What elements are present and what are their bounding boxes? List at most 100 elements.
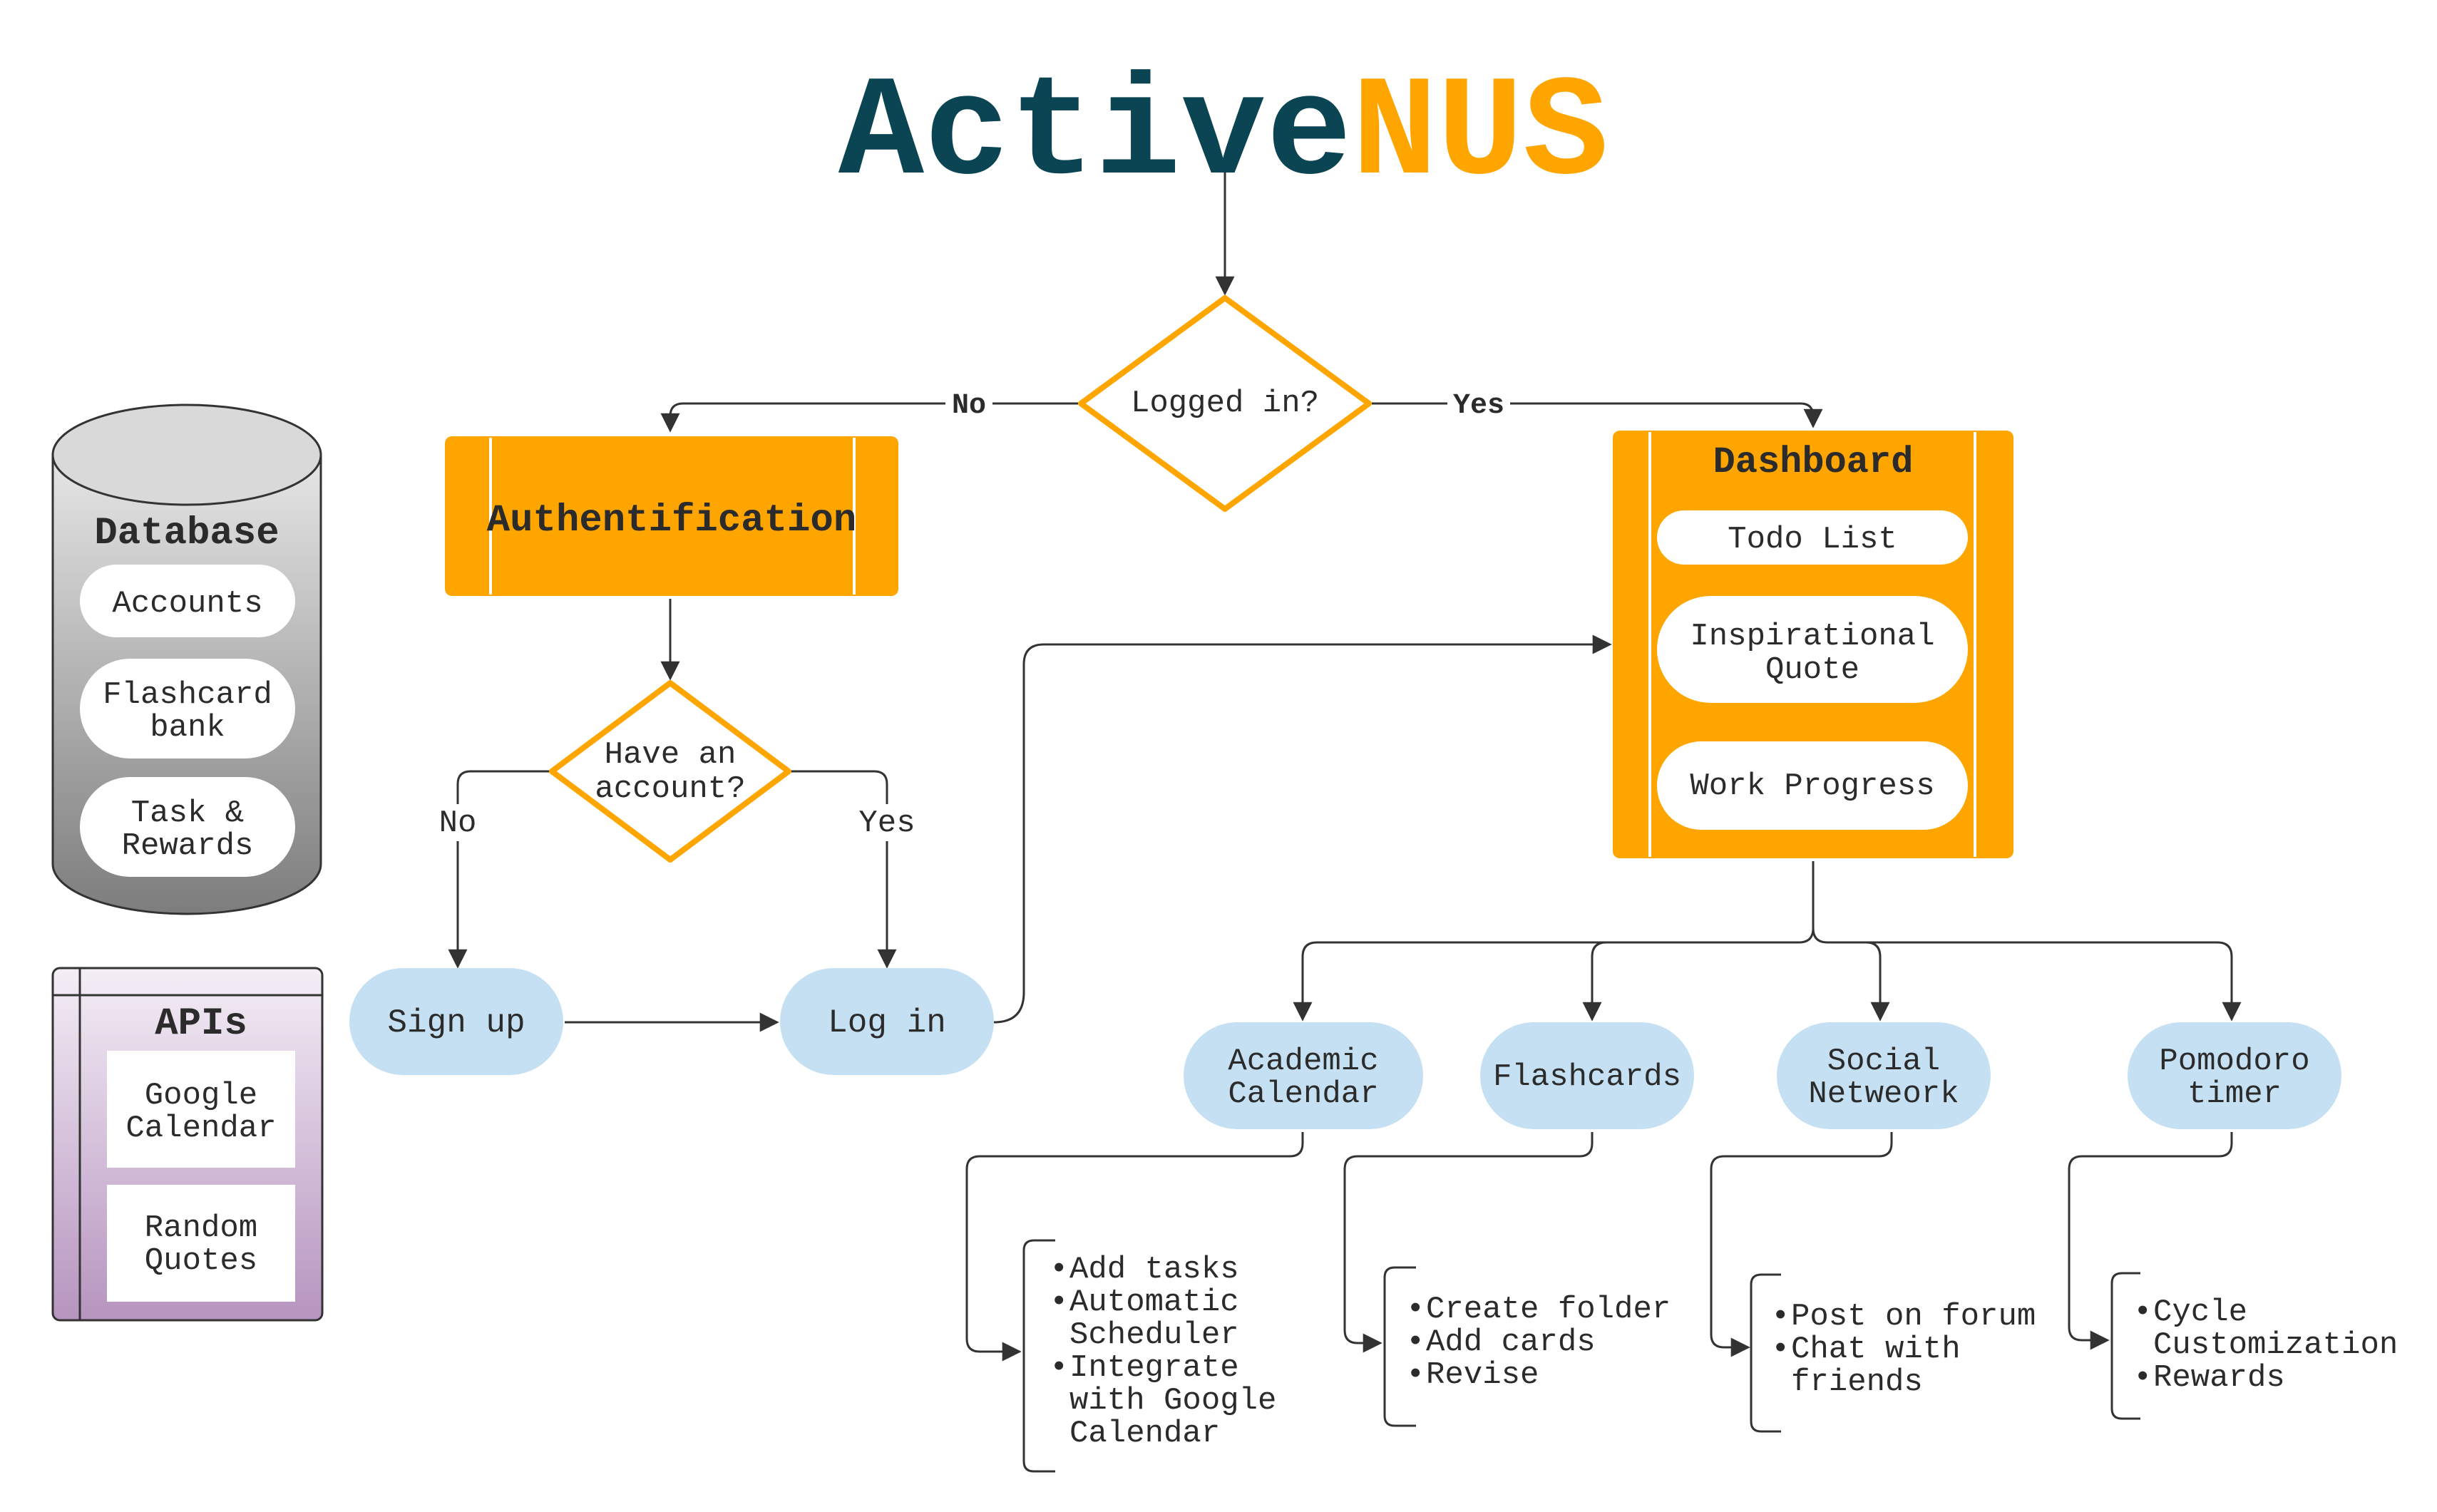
note-line: Create folder — [1426, 1292, 1671, 1327]
edge-no-to-signup — [448, 770, 555, 969]
db-accounts-label: Accounts — [112, 586, 262, 622]
edge-login-to-dashboard — [993, 634, 1612, 1024]
edge-dashboard-to-flashcards — [1582, 941, 1607, 1022]
edge-flashcards-to-notes — [1343, 1132, 1594, 1353]
login-node[interactable]: Log in — [780, 968, 994, 1075]
edge-dashboard-to-social — [1865, 941, 1890, 1022]
note-line: Post on forum — [1791, 1299, 2036, 1334]
todo-pill[interactable] — [1657, 510, 1968, 565]
title-part-active: Active — [838, 54, 1352, 216]
db-task[interactable] — [80, 777, 295, 877]
note-bullet: • — [1406, 1325, 1425, 1360]
authentification-block[interactable]: Authentification — [445, 436, 898, 596]
note-line: Add tasks — [1069, 1252, 1239, 1287]
notes-flashcards: •Create folder•Add cards•Revise — [1406, 1292, 1671, 1393]
api-google-line2: Calendar — [125, 1111, 276, 1146]
note-line: Add cards — [1426, 1325, 1596, 1360]
note-bullet: • — [1406, 1292, 1425, 1327]
note-line: Rewards — [2153, 1360, 2285, 1396]
edge-label-yes: Yes — [1453, 390, 1504, 422]
note-line: Revise — [1426, 1357, 1539, 1393]
edge-academic-to-notes — [965, 1132, 1304, 1362]
note-line: Cycle — [2153, 1295, 2247, 1330]
edge-label-no-account: No — [439, 806, 477, 841]
apis-block[interactable]: APIs Google Calendar Random Quotes — [51, 967, 324, 1322]
note-bullet: • — [1050, 1252, 1068, 1287]
title-part-nus: NUS — [1352, 54, 1609, 216]
edge-yes-to-login — [786, 770, 897, 969]
connectors — [448, 171, 2242, 1362]
decision-have-account[interactable]: Have an account? — [549, 680, 791, 863]
api-google[interactable] — [107, 1051, 295, 1168]
quote-line2: Quote — [1765, 652, 1859, 688]
note-line: Customization — [2153, 1327, 2398, 1363]
dashboard-title: Dashboard — [1713, 441, 1914, 483]
note-bullet: • — [1771, 1299, 1790, 1334]
edge-dashboard-to-academic — [1293, 927, 1815, 1022]
authentification-label: Authentification — [487, 499, 856, 542]
edge-yes-to-dashboard — [1372, 402, 1823, 428]
have-account-line2: account? — [595, 771, 745, 807]
edge-label-no: No — [952, 390, 986, 422]
api-quotes-line1: Random — [145, 1210, 257, 1246]
edge-social-to-notes — [1710, 1132, 1893, 1357]
note-line: Calendar — [1069, 1416, 1220, 1451]
decision-logged-in[interactable]: Logged in? — [1078, 295, 1372, 512]
social-line1: Social — [1827, 1044, 1940, 1079]
quote-line1: Inspirational — [1690, 619, 1934, 654]
api-quotes-line2: Quotes — [145, 1243, 257, 1279]
academic-line2: Calendar — [1228, 1076, 1378, 1112]
note-bullet: • — [1050, 1350, 1068, 1386]
apis-title: APIs — [155, 1002, 247, 1046]
note-line: Integrate — [1069, 1350, 1239, 1386]
feature-academic-calendar[interactable]: Academic Calendar — [1184, 1022, 1423, 1129]
note-line: Scheduler — [1069, 1317, 1239, 1353]
database-cylinder[interactable]: Database Accounts Flashcard bank Task & … — [51, 403, 322, 915]
social-line2: Netweork — [1808, 1076, 1959, 1112]
feature-flashcards[interactable]: Flashcards — [1480, 1022, 1694, 1129]
db-flashcard-line2: bank — [150, 710, 225, 746]
note-bullet: • — [2133, 1360, 2152, 1396]
flashcards-label: Flashcards — [1493, 1059, 1681, 1095]
db-task-line2: Rewards — [122, 828, 254, 864]
edge-no-to-auth — [660, 402, 1078, 433]
todo-label: Todo List — [1728, 522, 1897, 557]
signup-node[interactable]: Sign up — [349, 968, 563, 1075]
note-bullet: • — [2133, 1295, 2152, 1330]
note-brackets — [1022, 1239, 2140, 1473]
api-quotes[interactable] — [107, 1185, 295, 1302]
logged-in-label: Logged in? — [1131, 386, 1319, 421]
edge-pomodoro-to-notes — [2068, 1132, 2233, 1350]
notes-academic-calendar: •Add tasks•AutomaticScheduler•Integratew… — [1050, 1252, 1276, 1451]
db-task-line1: Task & — [131, 796, 244, 831]
edge-label-yes-account: Yes — [858, 806, 915, 841]
login-label: Log in — [828, 1004, 946, 1042]
feature-social-network[interactable]: Social Netweork — [1777, 1022, 1991, 1129]
academic-line1: Academic — [1228, 1044, 1378, 1079]
dashboard-block[interactable]: Dashboard Todo List Inspirational Quote … — [1613, 431, 2013, 858]
db-flashcard-line1: Flashcard — [103, 677, 272, 713]
note-bullet: • — [1406, 1357, 1425, 1393]
progress-pill[interactable] — [1657, 741, 1968, 830]
feature-pomodoro-timer[interactable]: Pomodoro timer — [2128, 1022, 2341, 1129]
edge-dashboard-trunk — [1812, 861, 2242, 1022]
database-title: Database — [94, 512, 279, 555]
have-account-line1: Have an — [605, 737, 737, 773]
signup-label: Sign up — [387, 1004, 525, 1042]
app-title: ActiveNUS — [838, 54, 1609, 216]
note-line: Chat with — [1791, 1332, 1961, 1367]
quote-pill[interactable] — [1657, 596, 1968, 703]
api-google-line1: Google — [145, 1078, 257, 1114]
db-flashcard[interactable] — [80, 659, 295, 758]
pomodoro-line2: timer — [2187, 1076, 2282, 1112]
progress-label: Work Progress — [1690, 768, 1934, 804]
note-bullet: • — [1771, 1332, 1790, 1367]
pomodoro-line1: Pomodoro — [2159, 1044, 2309, 1079]
db-accounts[interactable] — [80, 565, 295, 637]
note-line: Automatic — [1069, 1285, 1239, 1320]
note-line: friends — [1791, 1364, 1923, 1400]
note-bullet: • — [1050, 1285, 1068, 1320]
